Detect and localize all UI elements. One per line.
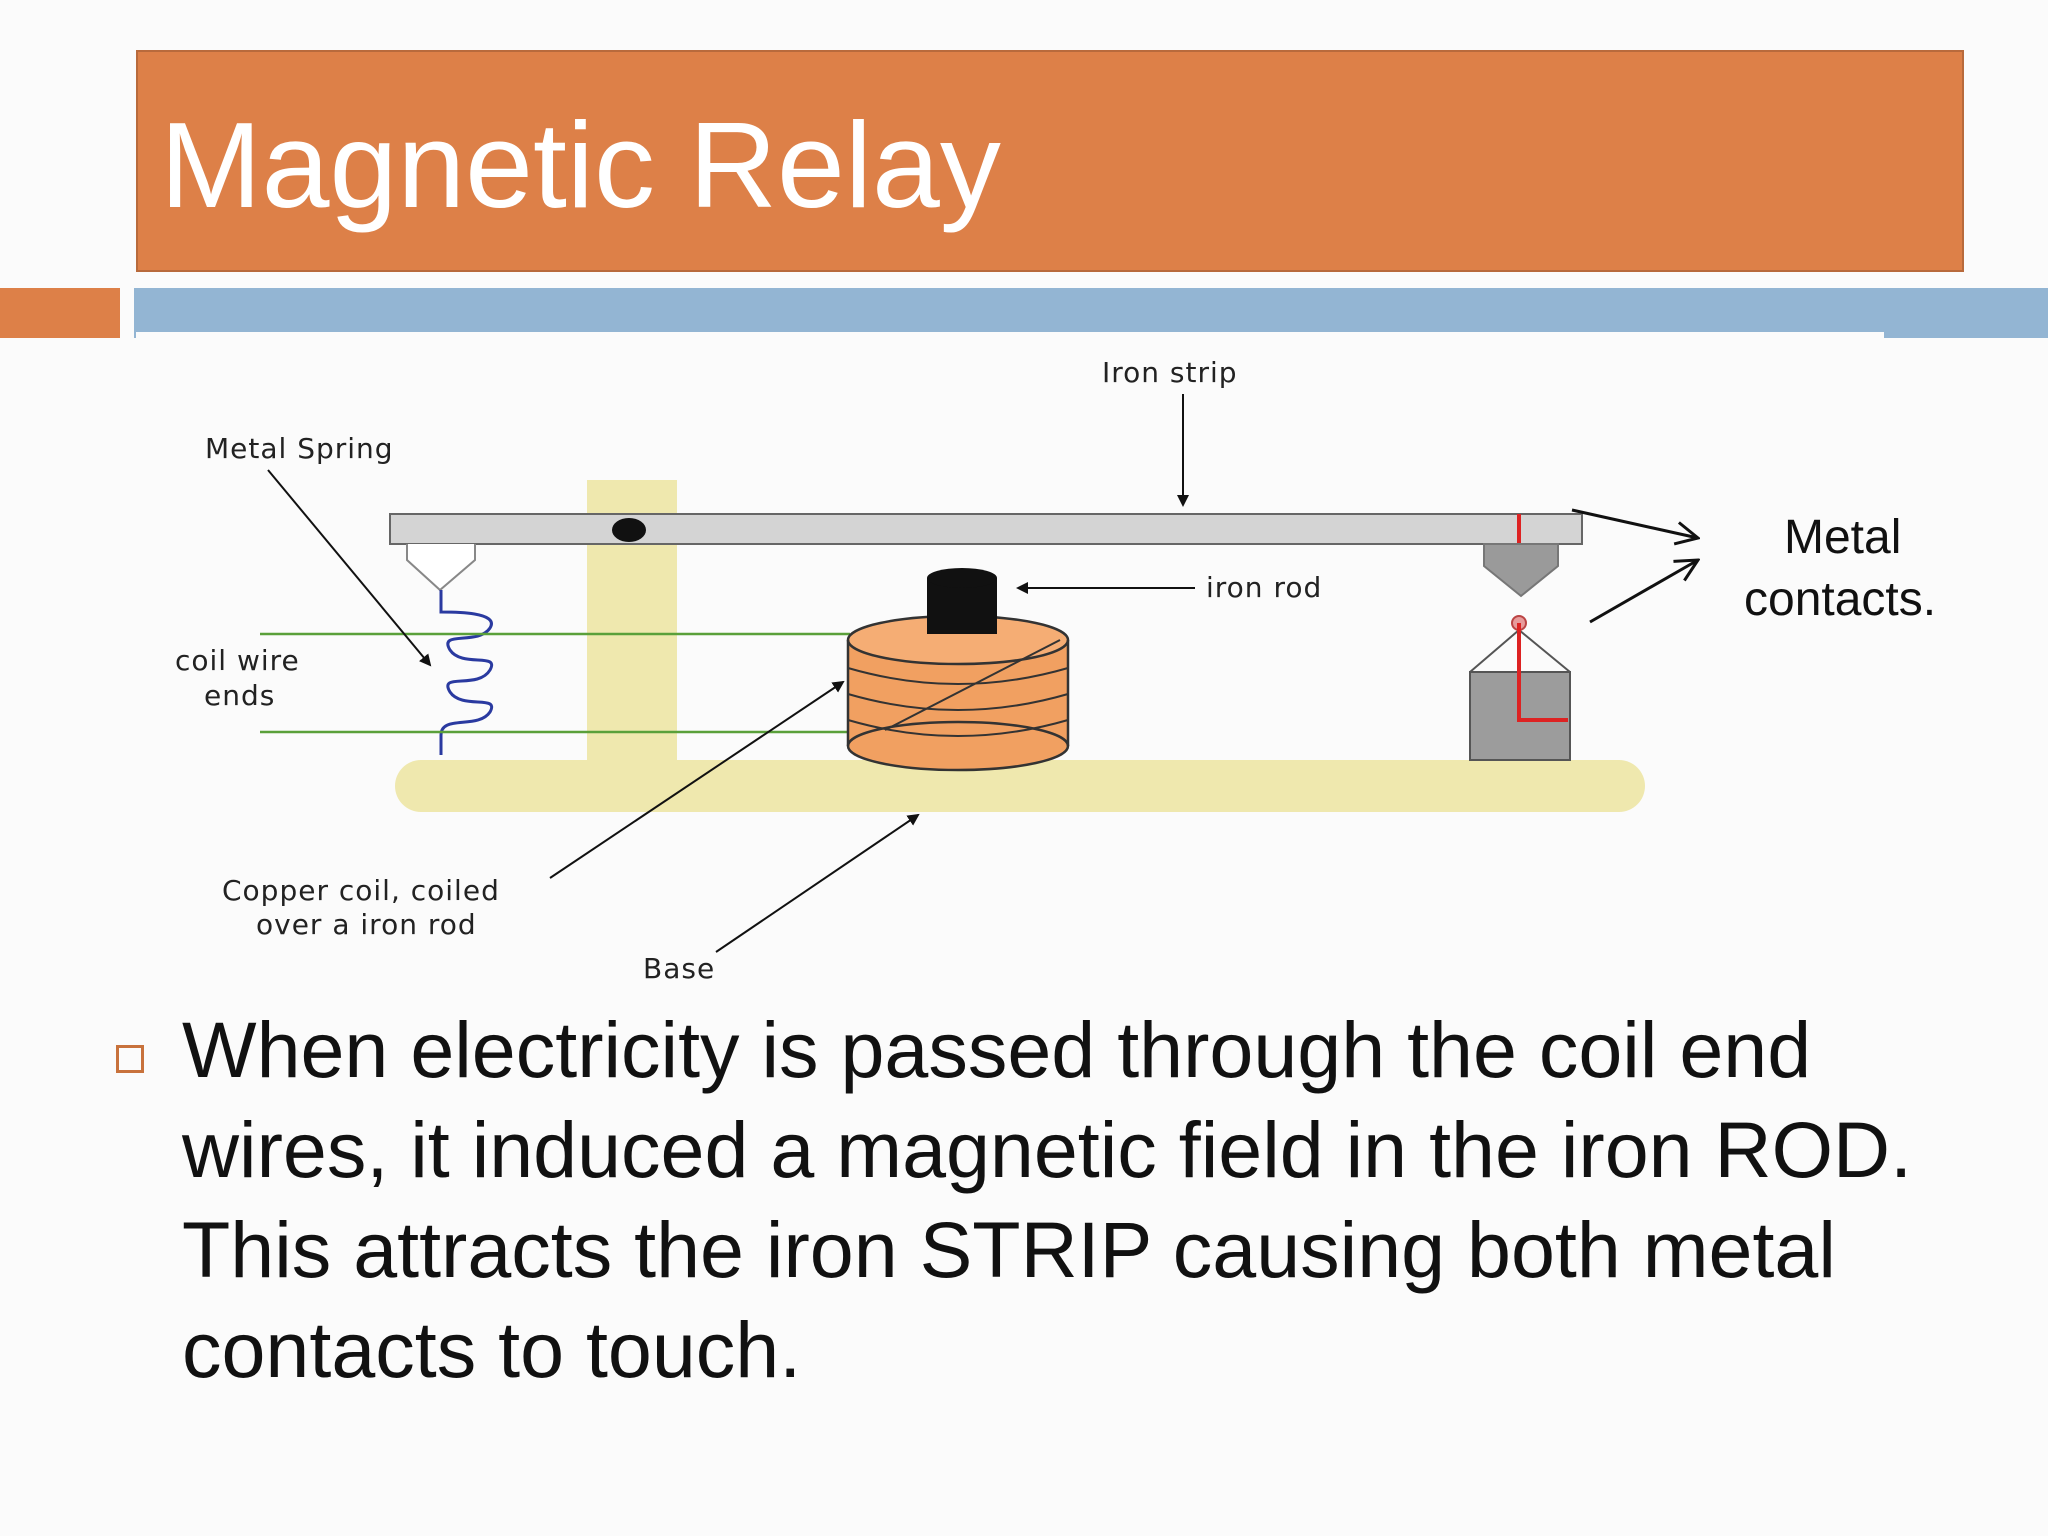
copper-coil [846,614,1070,772]
label-metal-contacts-2: contacts. [1744,573,1936,626]
label-iron-rod: iron rod [1206,571,1322,604]
pivot-dot [612,518,646,542]
band-notch [136,332,1884,340]
metal-spring-icon [439,590,494,755]
arrow-base [715,813,920,953]
arrow-metal-contacts-top [1571,508,1698,538]
arrow-metal-spring [267,469,432,667]
base-plate [395,760,1645,812]
iron-rod [927,568,997,634]
label-base: Base [643,952,715,985]
accent-band-left [0,288,120,338]
spring-hanger [406,544,476,592]
label-coil-wire-ends-1: coil wire [175,644,300,677]
label-coil-wire-ends-2: ends [204,679,275,712]
label-metal-contacts-1: Metal [1784,511,1901,564]
iron-strip-bar [389,513,1583,545]
arrow-copper-coil [549,680,845,879]
accent-band-right [134,288,2048,338]
title-bar: Magnetic Relay [136,50,1964,272]
label-metal-spring: Metal Spring [205,432,394,465]
label-copper-coil-1: Copper coil, coiled [222,874,500,907]
arrow-metal-contacts-bottom [1589,560,1698,624]
contact-bracket [1469,629,1571,673]
upper-contact [1483,543,1559,598]
bullet-text: When electricity is passed through the c… [182,1005,1913,1394]
label-copper-coil-2: over a iron rod [256,908,477,941]
contact-wire [1517,623,1568,722]
label-iron-strip: Iron strip [1102,356,1238,389]
slide-title: Magnetic Relay [160,97,1001,233]
square-bullet-icon [116,1045,144,1073]
